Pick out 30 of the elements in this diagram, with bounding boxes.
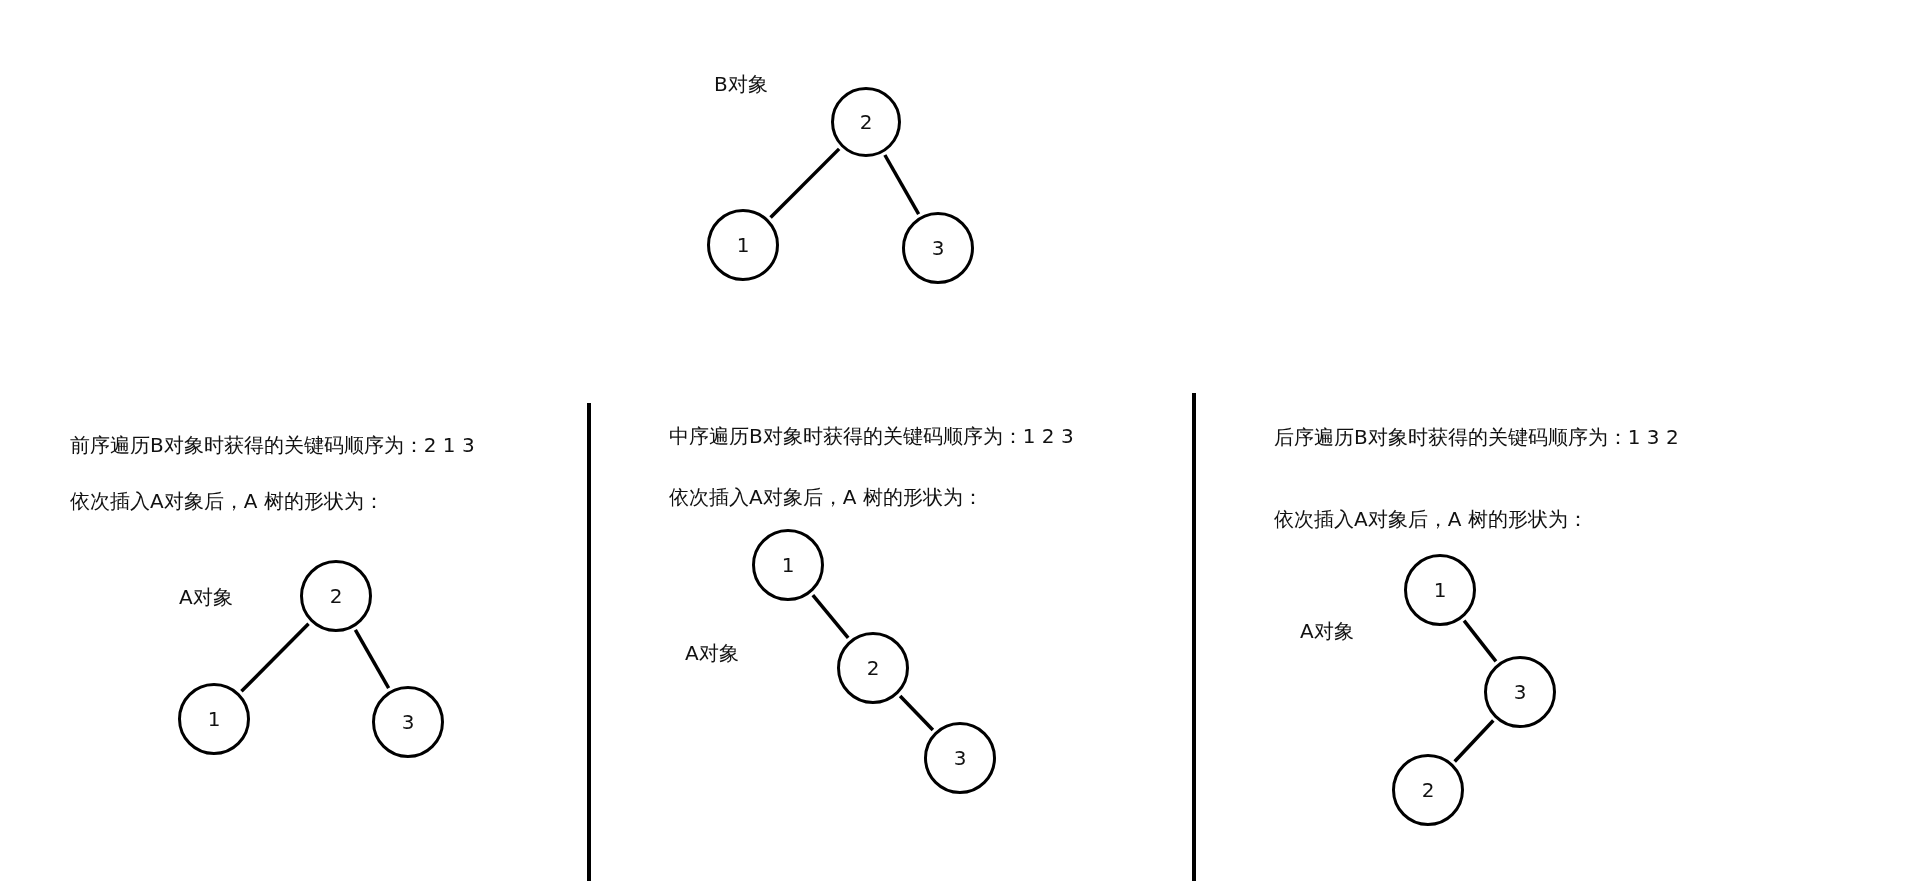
tree-node-circle: 2	[831, 87, 901, 157]
tree-node-circle: 1	[752, 529, 824, 601]
tree-name-label: A对象	[685, 639, 739, 667]
tree-edge-line	[898, 694, 935, 732]
tree-node-circle: 3	[902, 212, 974, 284]
tree-node-circle: 3	[1484, 656, 1556, 728]
tree-edge-line	[811, 593, 850, 640]
traversal-order-text: 前序遍历B对象时获得的关键码顺序为：2 1 3	[70, 431, 475, 459]
tree-node-circle: 2	[837, 632, 909, 704]
tree-node-circle: 3	[924, 722, 996, 794]
tree-edge-line	[353, 629, 391, 689]
tree-edge-line	[883, 154, 921, 215]
traversal-order-text: 后序遍历B对象时获得的关键码顺序为：1 3 2	[1274, 423, 1679, 451]
tree-edge-line	[1462, 619, 1498, 663]
tree-shape-text: 依次插入A对象后，A 树的形状为：	[669, 483, 983, 511]
tree-edge-line	[240, 622, 310, 693]
tree-name-label: B对象	[714, 70, 768, 98]
tree-node-circle: 2	[1392, 754, 1464, 826]
tree-node-circle: 1	[1404, 554, 1476, 626]
tree-shape-text: 依次插入A对象后，A 树的形状为：	[1274, 505, 1588, 533]
tree-shape-text: 依次插入A对象后，A 树的形状为：	[70, 487, 384, 515]
tree-name-label: A对象	[179, 583, 233, 611]
tree-node-circle: 2	[300, 560, 372, 632]
traversal-order-text: 中序遍历B对象时获得的关键码顺序为：1 2 3	[669, 422, 1074, 450]
tree-node-circle: 1	[178, 683, 250, 755]
tree-edge-line	[1453, 719, 1495, 763]
tree-node-circle: 1	[707, 209, 779, 281]
tree-edge-line	[769, 147, 841, 219]
tree-node-circle: 3	[372, 686, 444, 758]
tree-name-label: A对象	[1300, 617, 1354, 645]
